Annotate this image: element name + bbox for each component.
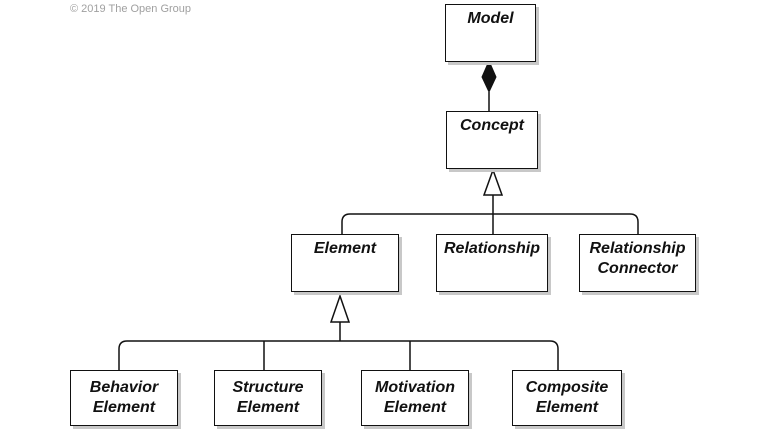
concept-box: Concept — [446, 111, 538, 169]
concept-label: Concept — [460, 117, 524, 134]
relationship-box: Relationship — [436, 234, 548, 292]
concept-generalization-arrowhead — [482, 167, 504, 196]
copyright-notice: © 2019 The Open Group — [70, 3, 192, 15]
relationship-label: Relationship — [443, 240, 540, 257]
structure-element-label: Structure Element — [232, 379, 304, 416]
element-label: Element — [313, 240, 377, 257]
element-generalization-tree — [118, 322, 559, 370]
composition-diamond — [481, 59, 497, 94]
structure-element-box: Structure Element — [214, 370, 322, 426]
motivation-element-label: Motivation Element — [375, 379, 455, 416]
element-generalization-arrowhead — [329, 293, 351, 323]
model-label: Model — [467, 10, 514, 27]
element-box: Element — [291, 234, 399, 292]
composite-element-box: Composite Element — [512, 370, 622, 426]
relationship-connector-label: Relationship Connector — [589, 240, 686, 277]
behavior-element-box: Behavior Element — [70, 370, 178, 426]
composite-element-label: Composite Element — [525, 379, 609, 416]
concept-generalization-tree — [341, 195, 639, 234]
relationship-connector-box: Relationship Connector — [579, 234, 696, 292]
behavior-element-label: Behavior Element — [89, 379, 159, 416]
model-box: Model — [445, 4, 536, 62]
motivation-element-box: Motivation Element — [361, 370, 469, 426]
